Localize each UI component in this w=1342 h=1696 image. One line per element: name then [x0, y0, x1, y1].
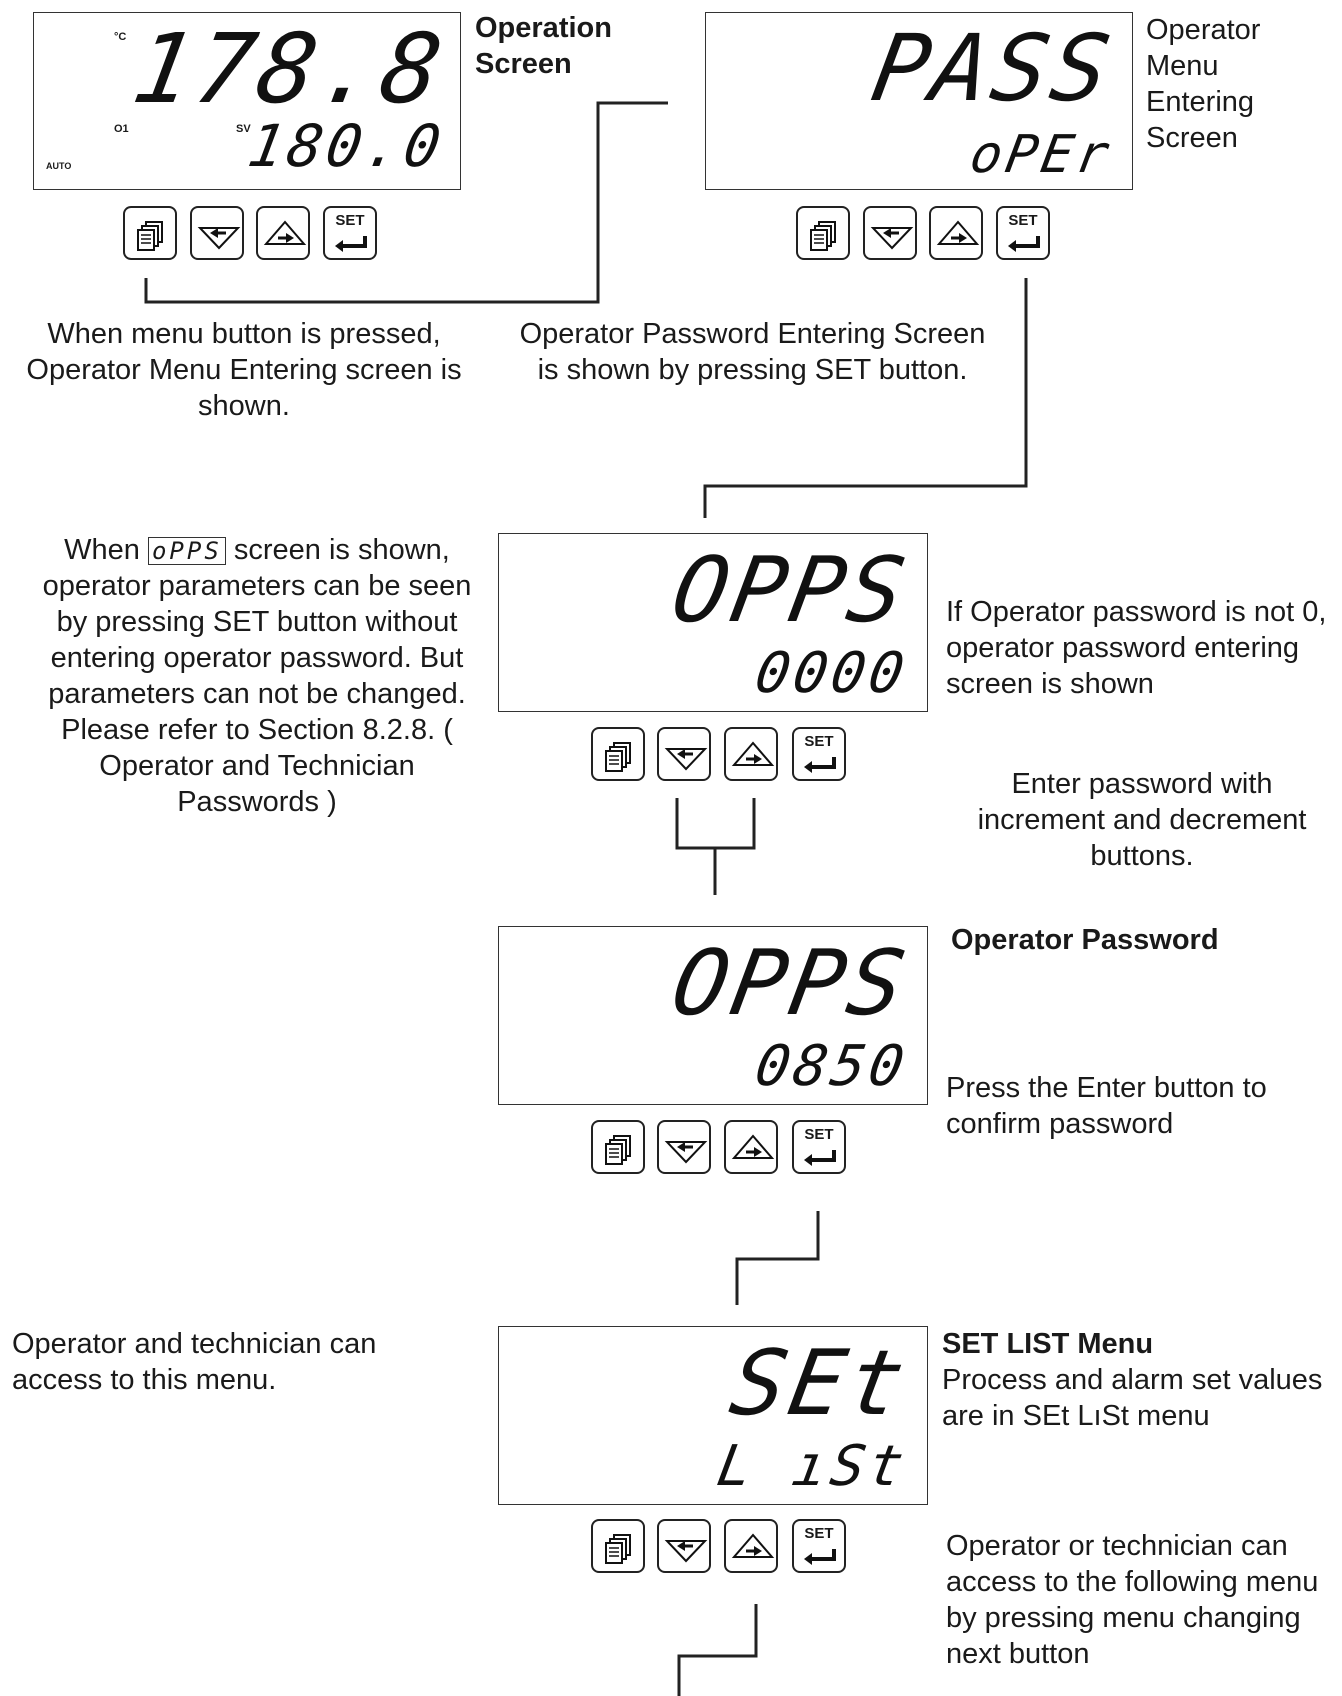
- decrement-button[interactable]: [657, 727, 711, 781]
- enter-password-note: Enter password with increment and decrem…: [977, 768, 1307, 872]
- opps-password-top: OPPS: [665, 931, 917, 1036]
- increment-icon: [263, 220, 307, 245]
- password-screen-note: Operator Password Entering Screen is sho…: [519, 318, 986, 386]
- decrement-icon: [664, 748, 708, 771]
- operator-password-title: Operator Password: [951, 924, 1219, 956]
- pages-icon: [605, 1135, 631, 1165]
- opps-note-pre: When: [64, 534, 140, 566]
- increment-button[interactable]: [724, 1120, 778, 1174]
- menu-button[interactable]: [591, 1519, 645, 1573]
- menu-button[interactable]: [796, 206, 850, 260]
- oper-menu-bottom: oPEr: [965, 125, 1118, 185]
- set-label: SET: [804, 733, 834, 750]
- oper-menu-display: PASS oPEr: [705, 12, 1133, 190]
- set-button[interactable]: SET: [996, 206, 1050, 260]
- opps-password-display: OPPS 0850: [498, 926, 928, 1105]
- not-zero-note: If Operator password is not 0, operator …: [946, 596, 1327, 700]
- pages-icon: [605, 742, 631, 772]
- menu-press-note: When menu button is pressed, Operator Me…: [26, 318, 462, 422]
- set-list-display: SEt L ıSt: [498, 1326, 928, 1505]
- decrement-button[interactable]: [863, 206, 917, 260]
- decrement-icon: [664, 1540, 708, 1563]
- enter-icon: [804, 1549, 836, 1565]
- pages-icon: [810, 221, 836, 251]
- confirm-note: Press the Enter button to confirm passwo…: [946, 1072, 1267, 1140]
- opps-inline-display: oPPS: [147, 537, 226, 566]
- menu-button[interactable]: [591, 1120, 645, 1174]
- set-button[interactable]: SET: [323, 206, 377, 260]
- decrement-icon: [197, 227, 241, 250]
- enter-icon: [804, 1150, 836, 1166]
- set-list-title: SET LIST Menu: [942, 1328, 1154, 1360]
- set-value: 180.0: [243, 112, 450, 180]
- enter-icon: [1008, 236, 1040, 252]
- increment-icon: [731, 1533, 775, 1558]
- pages-icon: [605, 1534, 631, 1564]
- decrement-icon: [664, 1141, 708, 1164]
- set-button[interactable]: SET: [792, 1120, 846, 1174]
- mode-label: AUTO: [46, 161, 72, 171]
- increment-icon: [731, 1134, 775, 1159]
- process-value: 178.8: [125, 13, 454, 125]
- set-list-desc: Process and alarm set values are in SEt …: [942, 1364, 1323, 1432]
- opps-password-bottom: 0850: [750, 1034, 913, 1099]
- increment-icon: [936, 220, 980, 245]
- set-label: SET: [335, 212, 365, 229]
- opps-entry-bottom: 0000: [750, 641, 913, 706]
- opps-note: When oPPS screen is shown, operator para…: [28, 532, 486, 820]
- decrement-button[interactable]: [657, 1120, 711, 1174]
- following-menu-note: Operator or technician can access to the…: [946, 1530, 1319, 1670]
- opps-note-post: screen is shown, operator parameters can…: [42, 534, 472, 818]
- set-list-top: SEt: [723, 1331, 917, 1436]
- oper-menu-title: Operator Menu Entering Screen: [1146, 14, 1261, 154]
- set-list-bottom: L ıSt: [712, 1434, 913, 1499]
- decrement-button[interactable]: [657, 1519, 711, 1573]
- set-label: SET: [804, 1126, 834, 1143]
- access-note: Operator and technician can access to th…: [12, 1328, 377, 1396]
- increment-button[interactable]: [929, 206, 983, 260]
- increment-button[interactable]: [724, 727, 778, 781]
- operation-display: °C 178.8 O1 SV 180.0 AUTO: [33, 12, 461, 190]
- operation-title: Operation Screen: [475, 12, 612, 80]
- opps-entry-display: OPPS 0000: [498, 533, 928, 712]
- decrement-button[interactable]: [190, 206, 244, 260]
- sv-label: SV: [236, 123, 251, 135]
- increment-icon: [731, 741, 775, 766]
- unit-label: °C: [114, 31, 127, 43]
- oper-menu-top: PASS: [865, 15, 1122, 122]
- opps-entry-top: OPPS: [665, 538, 917, 643]
- enter-icon: [335, 236, 367, 252]
- pages-icon: [137, 221, 163, 251]
- enter-icon: [804, 757, 836, 773]
- set-button[interactable]: SET: [792, 727, 846, 781]
- menu-button[interactable]: [591, 727, 645, 781]
- menu-button[interactable]: [123, 206, 177, 260]
- set-label: SET: [804, 1525, 834, 1542]
- increment-button[interactable]: [256, 206, 310, 260]
- set-button[interactable]: SET: [792, 1519, 846, 1573]
- output1-label: O1: [114, 123, 129, 135]
- set-label: SET: [1008, 212, 1038, 229]
- increment-button[interactable]: [724, 1519, 778, 1573]
- decrement-icon: [870, 227, 914, 250]
